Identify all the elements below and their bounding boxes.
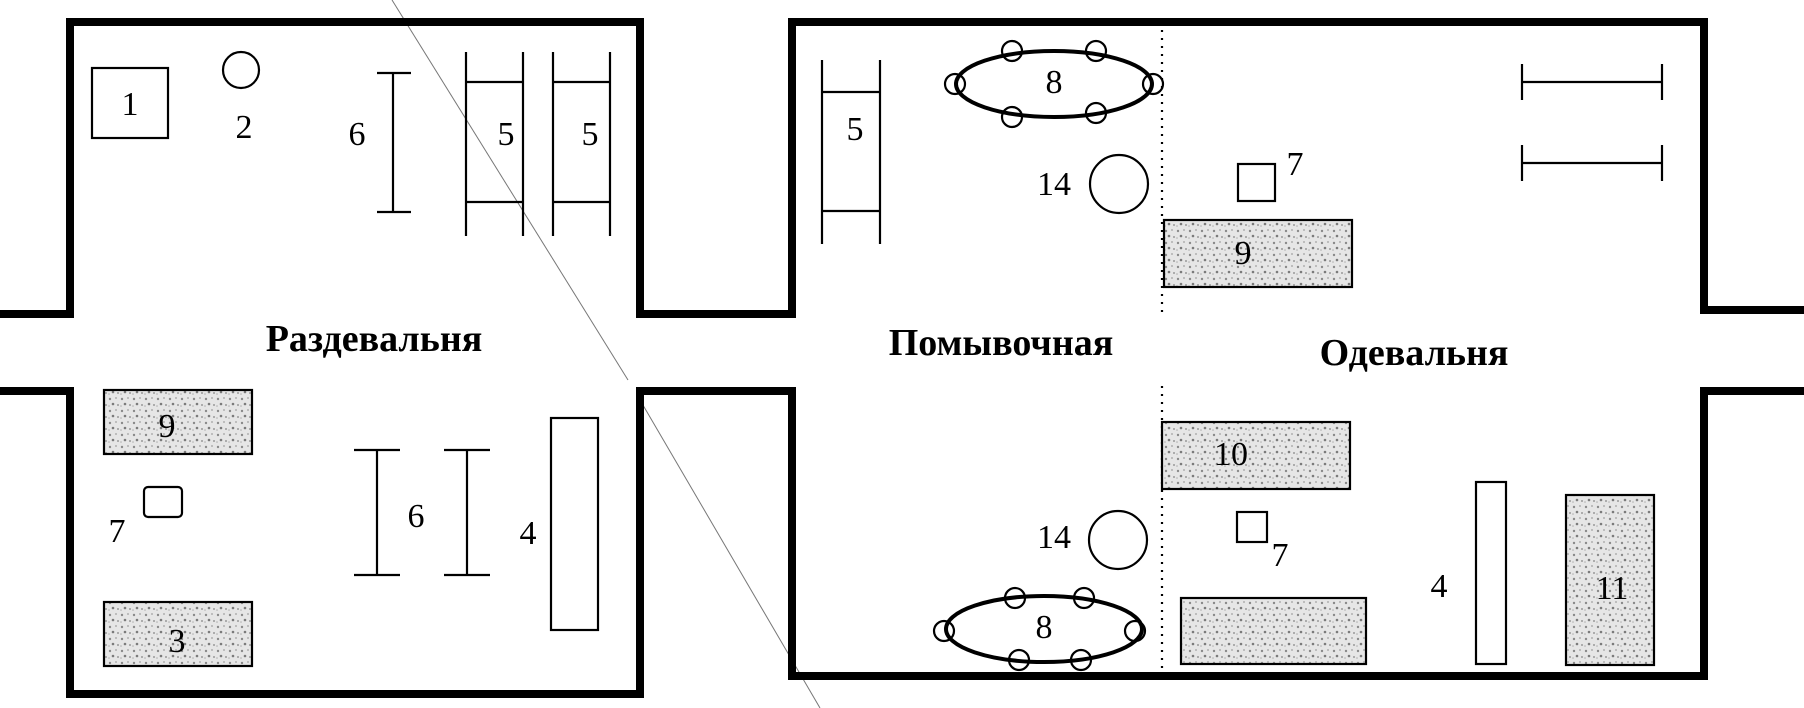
- item-11-box: [1564, 493, 1656, 667]
- item-7-label-top-right: 7: [1287, 146, 1304, 183]
- walls: [0, 18, 1804, 698]
- item-6-label-bottom: 6: [408, 498, 425, 535]
- item-4-label-left: 4: [520, 515, 537, 552]
- room-title-undressing: Раздевальня: [266, 318, 483, 360]
- item-9-label-right: 9: [1235, 235, 1252, 272]
- item-11-label: 11: [1596, 570, 1629, 607]
- washing-room: 5 8 14 14 8: [820, 39, 1165, 672]
- item-6-label-top: 6: [349, 116, 366, 153]
- room-title-dressing: Одевальня: [1320, 332, 1509, 374]
- item-5-label-a: 5: [498, 116, 515, 153]
- item-8-label-top: 8: [1046, 64, 1063, 101]
- item-4-left: [549, 416, 600, 632]
- item-1-box: [90, 66, 170, 140]
- item-10-box: [1160, 420, 1352, 491]
- scan-line-2: [391, 0, 629, 381]
- item-5-label-b: 5: [582, 116, 599, 153]
- item-7-left: [142, 485, 184, 519]
- item-3-box: [102, 600, 254, 668]
- hanger-rail-b: [1520, 145, 1664, 181]
- item-7-label-bottom-right: 7: [1272, 537, 1289, 574]
- item-5-locker-a: [464, 52, 525, 236]
- item-7-label-left: 7: [109, 513, 126, 550]
- item-4-right: [1474, 480, 1508, 666]
- item-7-bottom-right: [1235, 510, 1269, 544]
- hanger-rail-a: [1520, 64, 1664, 100]
- item-5-label-c: 5: [847, 111, 864, 148]
- item-3-label: 3: [169, 623, 186, 660]
- item-9-bench-right: [1162, 218, 1354, 289]
- item-2-circle: [221, 50, 261, 90]
- item-8-table-top: [943, 39, 1165, 129]
- item-14-bottom: [1087, 509, 1149, 571]
- item-14-label-bottom: 14: [1037, 519, 1071, 556]
- item-10-label: 10: [1214, 436, 1248, 473]
- item-5-locker-b: [551, 52, 612, 236]
- wall-top-left: [0, 18, 1804, 318]
- item-4-label-right: 4: [1431, 568, 1448, 605]
- item-2-label: 2: [236, 109, 253, 146]
- undressing-room: 1 2 6 5 5 9 7 3: [90, 50, 612, 668]
- room-title-washing: Помывочная: [889, 322, 1114, 364]
- item-1-label: 1: [122, 86, 139, 123]
- item-8-table-bottom: [932, 586, 1147, 672]
- item-14-top: [1088, 153, 1150, 215]
- item-7-top-right: [1236, 162, 1277, 203]
- item-9-bench-left: [102, 388, 254, 456]
- wall-bottom-left: [0, 387, 1804, 698]
- item-5-locker-c: [820, 60, 882, 244]
- hatched-bench-bottom: [1179, 596, 1368, 666]
- item-8-label-bottom: 8: [1036, 609, 1053, 646]
- dressing-room: 7 9 10 7 4 11: [1160, 64, 1664, 667]
- item-14-label-top: 14: [1037, 166, 1071, 203]
- item-9-label-left: 9: [159, 408, 176, 445]
